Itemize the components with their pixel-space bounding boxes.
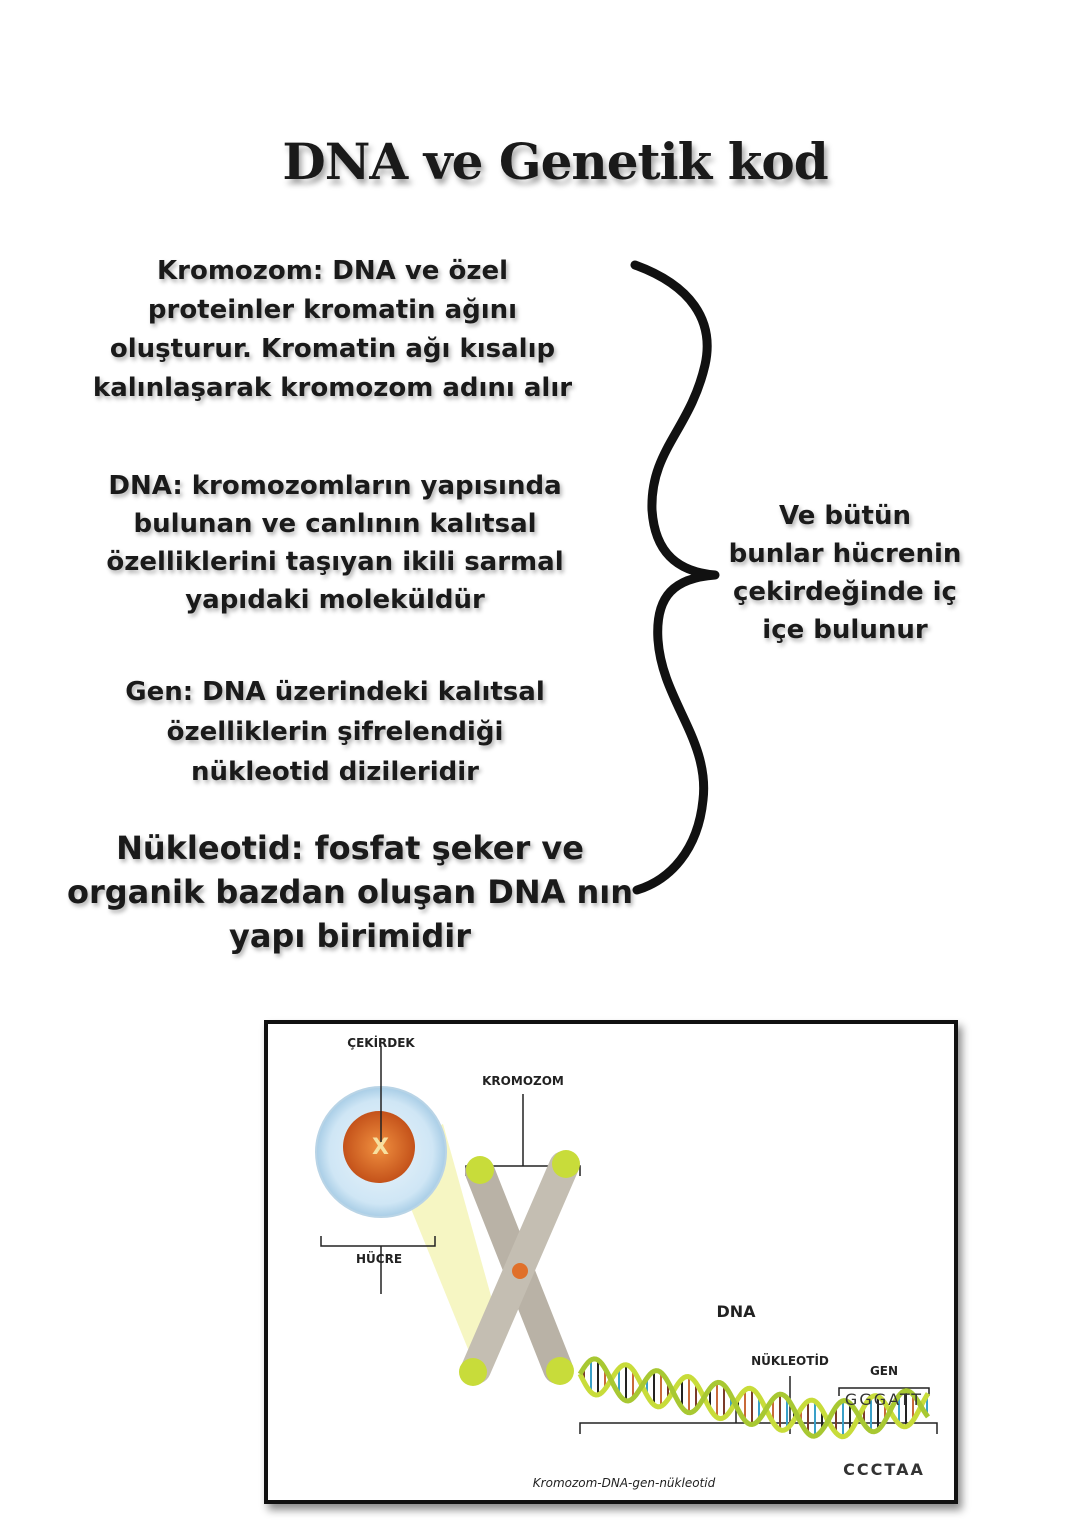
definition-gene: Gen: DNA üzerindeki kalıtsal özellikleri…: [60, 672, 610, 792]
text-line: özelliklerini taşıyan ikili sarmal: [106, 547, 564, 577]
text-line: yapı birimidir: [228, 917, 472, 955]
summary-text: Ve bütün bunlar hücrenin çekirdeğinde iç…: [700, 497, 990, 649]
gene-bottom-sequence: CCCTAA: [843, 1460, 925, 1479]
text-line: kalınlaşarak kromozom adını alır: [92, 373, 573, 403]
text-line: bunlar hücrenin: [728, 539, 962, 569]
text-line: Nükleotid: fosfat şeker ve: [116, 829, 584, 867]
diagram-illustration: X: [315, 1046, 938, 1440]
text-line: Ve bütün: [779, 501, 911, 531]
gene-top-sequence: GGGATT: [844, 1390, 924, 1409]
label-nucleotide: NÜKLEOTİD: [751, 1354, 829, 1368]
definition-dna: DNA: kromozomların yapısında bulunan ve …: [60, 467, 610, 619]
page-title: DNA ve Genetik kod: [282, 132, 828, 191]
dna-helix: [577, 1356, 931, 1440]
label-chromosome: KROMOZOM: [482, 1074, 564, 1088]
definition-nucleotide: Nükleotid: fosfat şeker ve organik bazda…: [60, 826, 640, 958]
label-dna: DNA: [716, 1302, 756, 1321]
chromosome-dna-diagram: X ÇEKİRDEK KROMOZOM HÜCRE DNA NÜKLEOTİD …: [264, 1020, 958, 1504]
text-line: organik bazdan oluşan DNA nın: [66, 873, 634, 911]
text-line: DNA: kromozomların yapısında: [108, 471, 562, 501]
chromosome-shape: [459, 1150, 580, 1386]
dna-strand: [577, 1362, 931, 1440]
curly-brace-icon: [630, 260, 720, 895]
text-line: yapıdaki moleküldür: [185, 585, 485, 615]
label-gene: GEN: [869, 1364, 899, 1378]
label-nucleus: ÇEKİRDEK: [347, 1036, 415, 1050]
text-line: içe bulunur: [762, 615, 928, 645]
label-cell: HÜCRE: [355, 1252, 403, 1266]
text-line: proteinler kromatin ağını: [147, 295, 518, 325]
dna-strand: [577, 1356, 931, 1439]
text-line: özelliklerin şifrelendiği: [166, 717, 504, 747]
diagram-caption: Kromozom-DNA-gen-nükleotid: [532, 1476, 716, 1490]
text-line: çekirdeğinde iç: [733, 577, 957, 607]
text-line: oluşturur. Kromatin ağı kısalıp: [109, 334, 556, 364]
definition-chromosome: Kromozom: DNA ve özel proteinler kromati…: [60, 252, 605, 408]
text-line: nükleotid dizileridir: [191, 757, 479, 787]
svg-text:X: X: [372, 1135, 389, 1160]
text-line: bulunan ve canlının kalıtsal: [133, 509, 537, 539]
text-line: Kromozom: DNA ve özel: [156, 256, 508, 286]
nucleus-shape: [343, 1111, 415, 1183]
text-line: Gen: DNA üzerindeki kalıtsal: [125, 677, 545, 707]
